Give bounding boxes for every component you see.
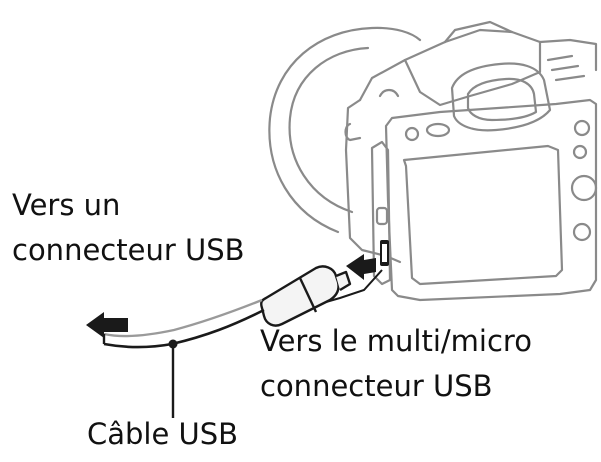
camera-lens [268, 26, 422, 234]
camera-port-cover [375, 206, 389, 226]
camera-lcd-screen [402, 144, 564, 286]
direction-arrow-left [86, 312, 128, 338]
camera-button [573, 119, 591, 137]
multi-usb-port [380, 240, 389, 266]
camera-eyelet [378, 88, 400, 98]
camera-back-body [344, 98, 388, 258]
camera-hotshoe [443, 20, 514, 44]
camera-top-plate [358, 28, 598, 102]
label-usb-connector: Vers un connecteur USB [12, 183, 245, 273]
camera-lens-inner [288, 46, 370, 214]
camera-grip-strap-lug [344, 122, 362, 142]
label-multi-micro-connector: Vers le multi/micro connecteur USB [260, 319, 532, 409]
camera-dial [570, 174, 598, 202]
camera-port-panel [370, 140, 392, 286]
camera-back-plate [384, 98, 598, 302]
camera-button [572, 222, 592, 242]
usb-cable-wire-gray [103, 298, 263, 338]
insert-arrow [346, 254, 376, 280]
usb-micro-plug [260, 265, 352, 327]
port-callout-line [325, 269, 383, 303]
camera-illustration [268, 20, 598, 302]
label-multi-line2: connecteur USB [260, 369, 493, 403]
label-usb-connector-line1: Vers un [12, 188, 121, 222]
camera-eyecup [450, 62, 552, 132]
label-multi-line1: Vers le multi/micro [260, 324, 532, 358]
camera-eyecup-inner [466, 77, 538, 122]
camera-button [404, 126, 420, 142]
camera-button [425, 122, 451, 138]
camera-prism [403, 40, 542, 107]
label-usb-cable: Câble USB [87, 417, 239, 451]
camera-top-detail [546, 54, 586, 82]
label-usb-connector-line2: connecteur USB [12, 233, 245, 267]
camera-button [572, 144, 588, 160]
